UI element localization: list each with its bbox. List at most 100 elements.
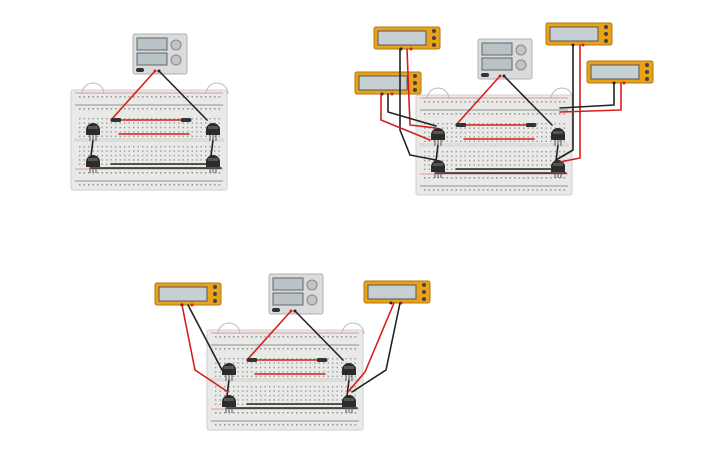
multimeter-icon[interactable]: [363, 280, 431, 305]
breadboard-hole: [464, 177, 467, 179]
breadboard[interactable]: [206, 329, 364, 431]
breadboard-hole: [178, 96, 180, 98]
potentiometer-icon[interactable]: [426, 87, 450, 100]
breadboard-hole: [509, 177, 512, 179]
transistor-to92-icon[interactable]: [431, 128, 445, 146]
transistor-flat: [88, 126, 98, 129]
potentiometer-icon[interactable]: [205, 82, 229, 95]
wire-red[interactable]: [559, 82, 622, 113]
wire-black[interactable]: [387, 93, 437, 127]
transistor-to92-icon[interactable]: [551, 160, 565, 178]
multimeter-port-icon[interactable]: [604, 32, 608, 36]
breadboard[interactable]: [70, 89, 228, 191]
multimeter-icon[interactable]: [373, 26, 441, 51]
breadboard-hole: [323, 348, 325, 350]
wire-black[interactable]: [351, 302, 401, 393]
multimeter-port-icon[interactable]: [645, 63, 649, 67]
wire-red[interactable]: [181, 304, 229, 393]
multimeter-port-icon[interactable]: [422, 283, 426, 287]
breadboard-hole: [332, 366, 334, 369]
multimeter-port-icon[interactable]: [645, 77, 649, 81]
voltage-knob-icon[interactable]: [170, 39, 182, 51]
transistor-to92-icon[interactable]: [86, 155, 100, 173]
resistor-icon[interactable]: [247, 358, 257, 362]
multimeter-port-icon[interactable]: [422, 290, 426, 294]
dc-power-supply-icon[interactable]: [477, 38, 533, 80]
voltage-knob-icon[interactable]: [306, 279, 318, 291]
wire-red[interactable]: [455, 75, 501, 126]
wire-red[interactable]: [246, 310, 292, 361]
dc-power-supply-icon[interactable]: [268, 273, 324, 315]
breadboard-hole: [527, 177, 530, 179]
wire-black[interactable]: [555, 44, 574, 161]
wire-black[interactable]: [399, 48, 437, 161]
wire-red[interactable]: [347, 302, 395, 393]
wire-black[interactable]: [210, 139, 214, 157]
power-switch-icon[interactable]: [481, 73, 489, 77]
multimeter-port-icon[interactable]: [213, 299, 217, 303]
wire-red[interactable]: [559, 44, 581, 163]
breadboard-hole: [518, 113, 521, 115]
current-knob-icon[interactable]: [306, 294, 318, 306]
breadboard[interactable]: [415, 94, 573, 196]
breadboard-hole: [215, 399, 217, 401]
multimeter-port-icon[interactable]: [413, 81, 417, 85]
transistor-to92-icon[interactable]: [206, 155, 220, 173]
multimeter-port-icon[interactable]: [213, 285, 217, 289]
wire-black[interactable]: [226, 379, 230, 397]
resistor-icon[interactable]: [526, 123, 536, 127]
wire-black[interactable]: [158, 70, 208, 121]
multimeter-port-icon[interactable]: [413, 74, 417, 78]
multimeter-icon[interactable]: [354, 71, 422, 96]
power-switch-icon[interactable]: [136, 68, 144, 72]
wire-black[interactable]: [555, 144, 559, 162]
transistor-to92-icon[interactable]: [222, 395, 236, 413]
multimeter-port-icon[interactable]: [432, 43, 436, 47]
wire-black[interactable]: [294, 310, 344, 361]
transistor-to92-icon[interactable]: [86, 123, 100, 141]
wire-black[interactable]: [435, 144, 439, 162]
current-knob-icon[interactable]: [170, 54, 182, 66]
breadboard-hole: [242, 399, 244, 401]
dc-power-supply-icon[interactable]: [132, 33, 188, 75]
wire-black[interactable]: [559, 82, 615, 109]
multimeter-icon[interactable]: [545, 22, 613, 47]
transistor-to92-icon[interactable]: [342, 395, 356, 413]
wire-black[interactable]: [503, 75, 553, 126]
breadboard-hole: [137, 172, 140, 174]
wire-black[interactable]: [90, 139, 94, 157]
transistor-to92-icon[interactable]: [222, 363, 236, 381]
breadboard-hole: [545, 136, 547, 138]
transistor-to92-icon[interactable]: [431, 160, 445, 178]
transistor-to92-icon[interactable]: [206, 123, 220, 141]
wire-red[interactable]: [406, 48, 437, 129]
transistor-flat: [433, 163, 443, 166]
wire-black[interactable]: [346, 379, 350, 397]
power-switch-icon[interactable]: [272, 308, 280, 312]
transistor-to92-icon[interactable]: [342, 363, 356, 381]
multimeter-port-icon[interactable]: [604, 39, 608, 43]
transistor-to92-icon[interactable]: [551, 128, 565, 146]
breadboard-hole: [237, 386, 239, 388]
current-knob-icon[interactable]: [515, 59, 527, 71]
potentiometer-icon[interactable]: [217, 322, 241, 335]
multimeter-port-icon[interactable]: [413, 88, 417, 92]
multimeter-port-icon[interactable]: [213, 292, 217, 296]
resistor-icon[interactable]: [181, 118, 191, 122]
resistor-icon[interactable]: [111, 118, 121, 122]
voltage-knob-icon[interactable]: [515, 44, 527, 56]
resistor-icon[interactable]: [317, 358, 327, 362]
potentiometer-icon[interactable]: [81, 82, 105, 95]
multimeter-port-icon[interactable]: [645, 70, 649, 74]
multimeter-port-icon[interactable]: [432, 36, 436, 40]
multimeter-port-icon[interactable]: [432, 29, 436, 33]
multimeter-port-icon[interactable]: [604, 25, 608, 29]
multimeter-icon[interactable]: [586, 60, 654, 85]
potentiometer-icon[interactable]: [341, 322, 365, 335]
wire-red[interactable]: [110, 70, 156, 121]
resistor-icon[interactable]: [456, 123, 466, 127]
multimeter-port-icon[interactable]: [422, 297, 426, 301]
wire-black[interactable]: [187, 304, 223, 371]
multimeter-icon[interactable]: [154, 282, 222, 307]
wire-red[interactable]: [380, 93, 431, 141]
